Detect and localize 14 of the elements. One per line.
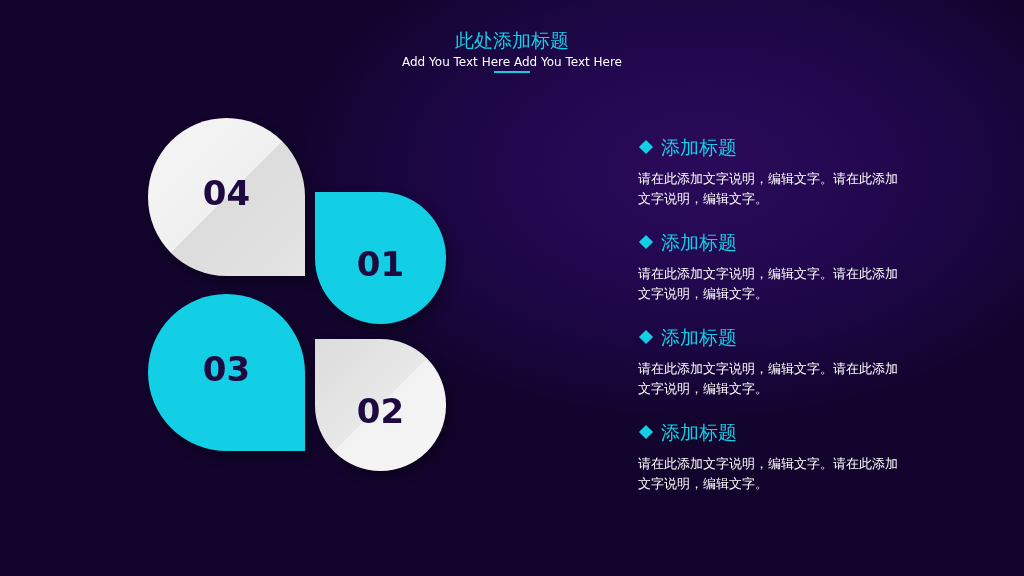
description-text: 请在此添加文字说明，编辑文字。请在此添加文字说明，编辑文字。: [638, 455, 899, 493]
section-heading: 添加标题: [661, 325, 737, 350]
step-number: 01: [356, 244, 405, 284]
step-number: 04: [202, 173, 251, 213]
subtitle: Add You Text Here Add You Text Here: [401, 55, 623, 69]
description-text: 请在此添加文字说明，编辑文字。请在此添加文字说明，编辑文字。: [638, 170, 899, 208]
section-heading: 添加标题: [661, 420, 737, 445]
step-number: 03: [202, 348, 251, 389]
description-text: 请在此添加文字说明，编辑文字。请在此添加文字说明，编辑文字。: [638, 360, 899, 398]
section-heading: 添加标题: [661, 135, 737, 160]
description-text: 请在此添加文字说明，编辑文字。请在此添加文字说明，编辑文字。: [638, 265, 899, 303]
section-heading: 添加标题: [661, 230, 737, 255]
step-number: 02: [356, 391, 405, 431]
slide-title: 此处添加标题: [454, 28, 570, 53]
